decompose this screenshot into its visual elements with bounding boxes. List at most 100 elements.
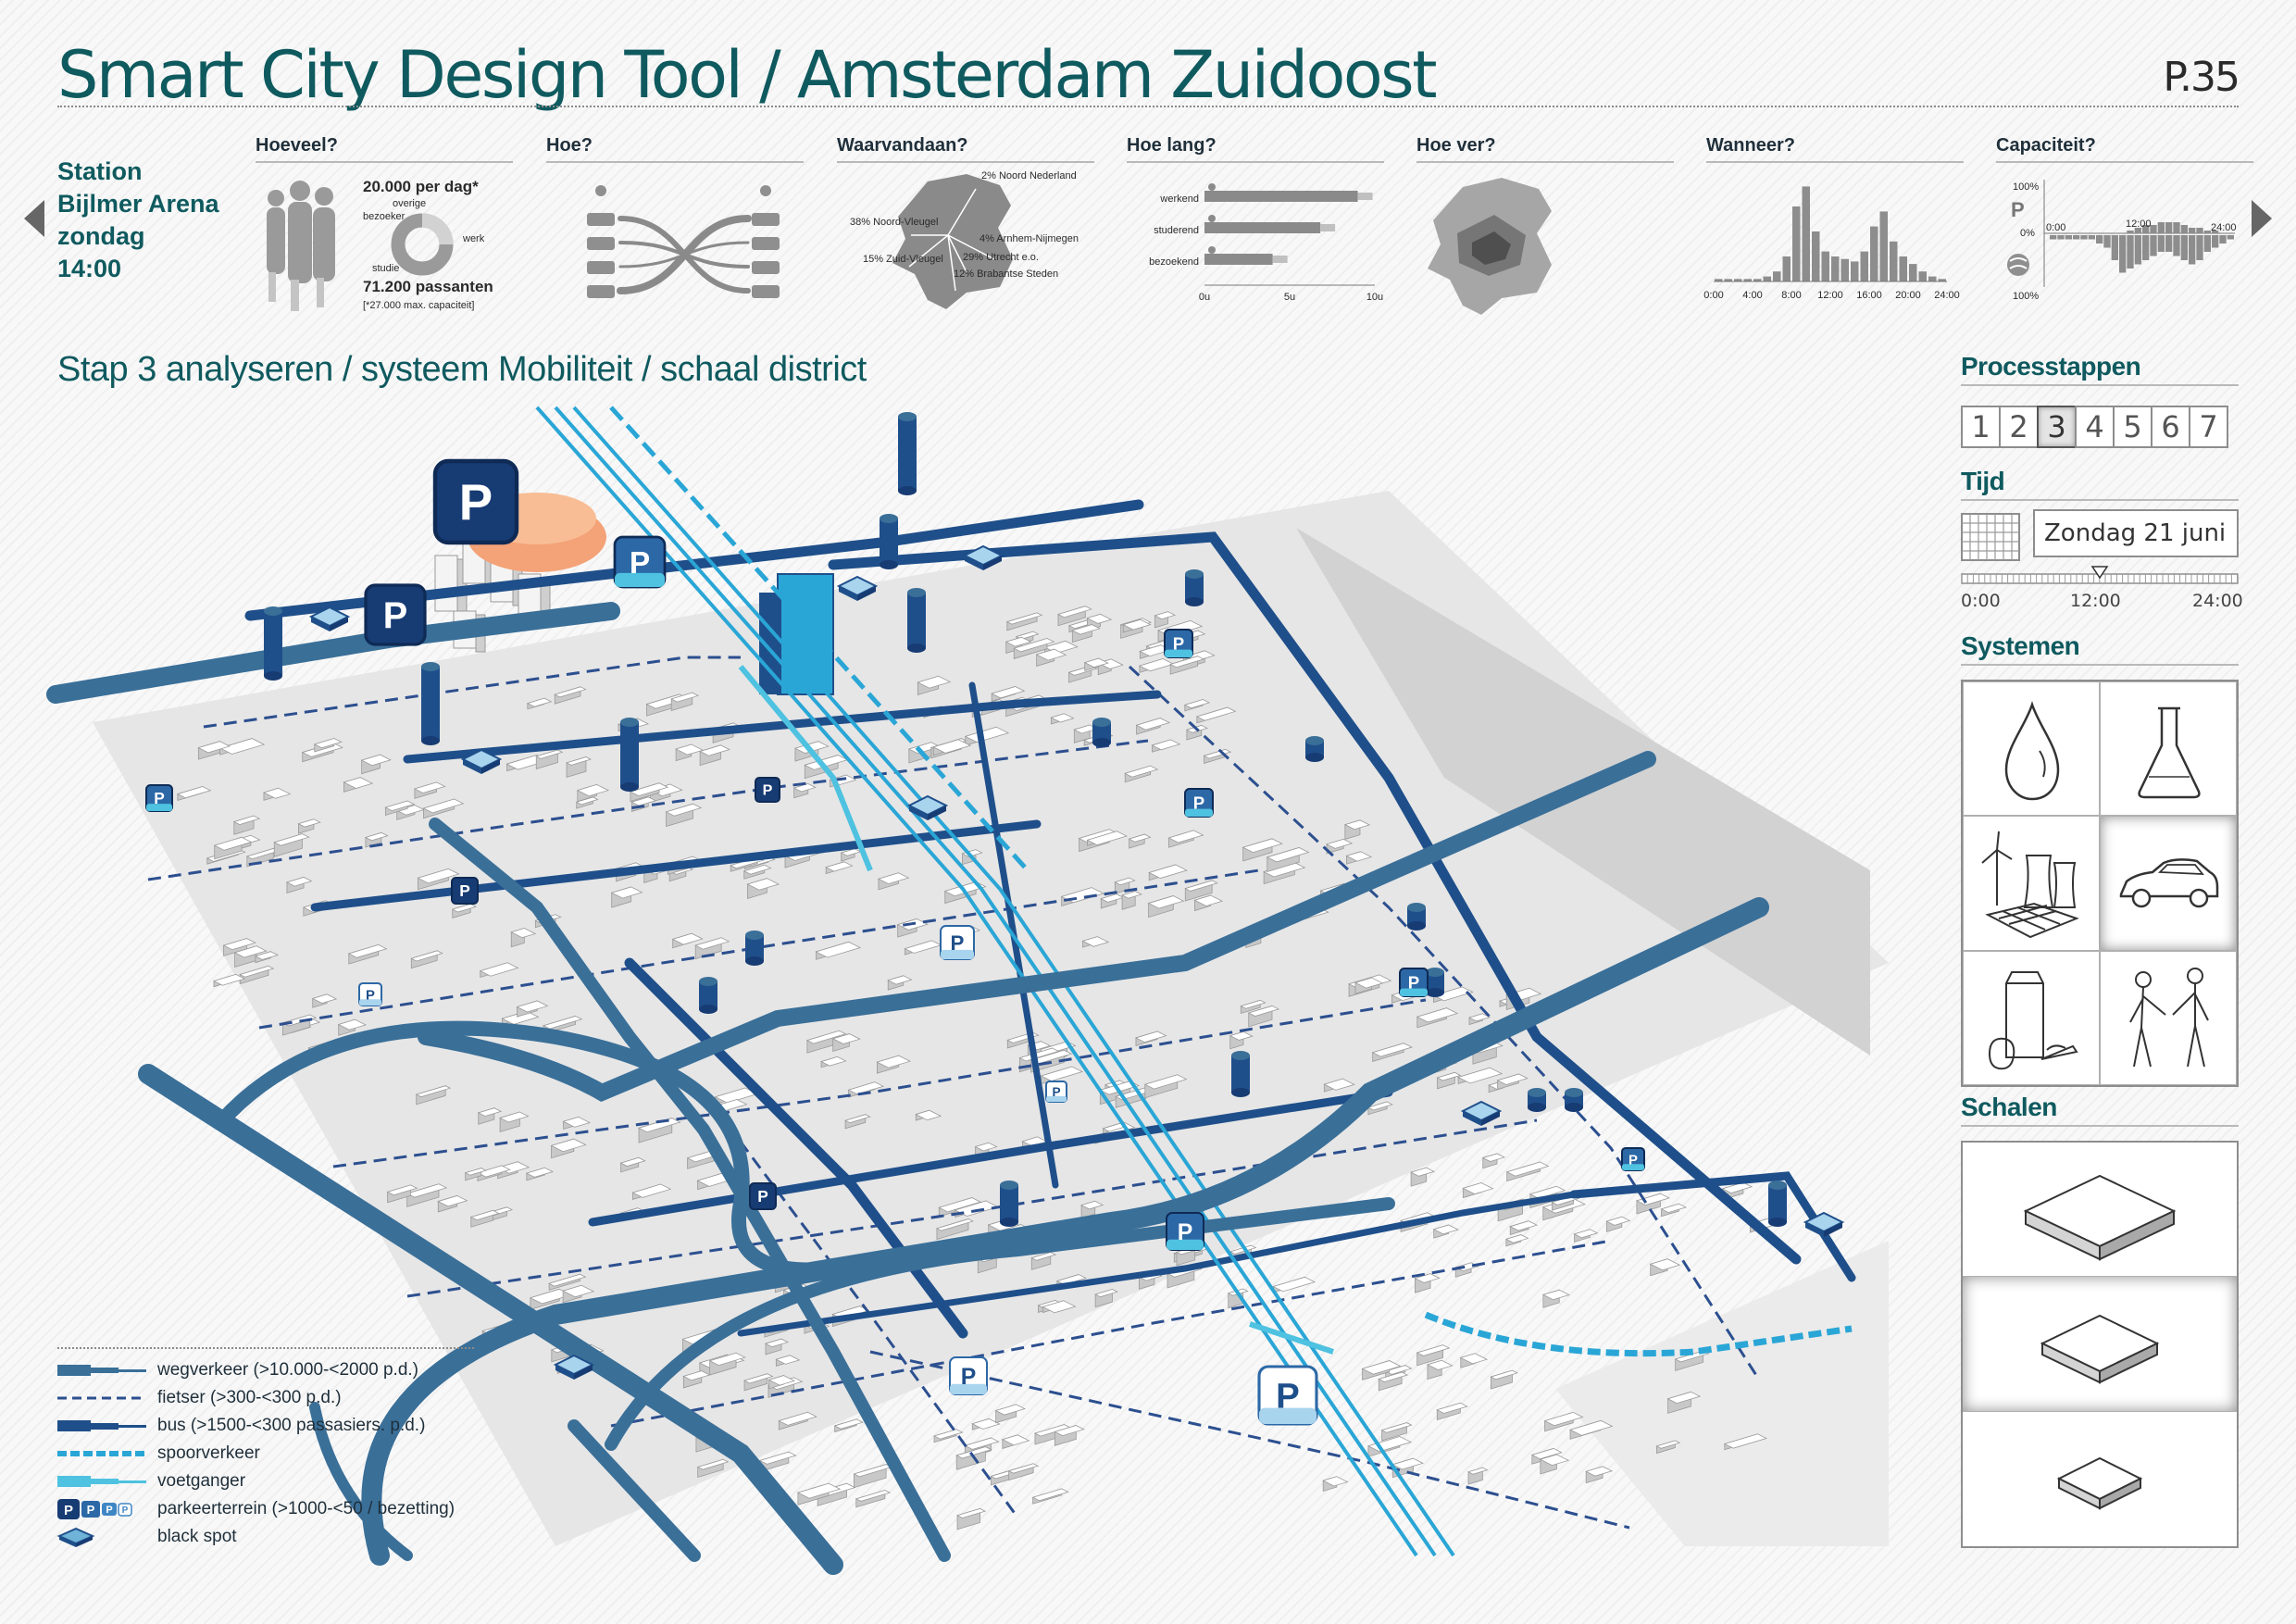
system-energy[interactable]: [1963, 816, 2100, 951]
black-spot-icon[interactable]: [1460, 1100, 1503, 1126]
header-divider: [57, 106, 2239, 107]
parking-marker-icon[interactable]: P: [145, 784, 173, 812]
building-block: [422, 798, 465, 819]
building-block: [971, 1418, 1001, 1430]
building-block: [565, 756, 593, 779]
building-block: [1030, 1251, 1057, 1270]
parking-marker-icon[interactable]: P: [1621, 1147, 1645, 1171]
netherlands-map-icon: [892, 174, 1013, 309]
building-block: [619, 1156, 646, 1173]
black-spot-icon[interactable]: [553, 1354, 595, 1380]
scale-medium[interactable]: [1963, 1277, 2237, 1412]
building-block: [1605, 1216, 1631, 1232]
next-arrow-icon[interactable]: [2252, 200, 2272, 237]
capacity-bar-up: [2157, 222, 2165, 233]
time-slider[interactable]: 0:00 12:00 24:00: [1961, 566, 2243, 613]
parking-marker-icon[interactable]: P: [949, 1356, 988, 1395]
building-block: [417, 868, 460, 891]
scale-large[interactable]: [1963, 1143, 2237, 1278]
building-block: [1541, 1289, 1570, 1308]
parking-marker-icon[interactable]: P: [749, 1182, 777, 1210]
parking-marker-icon[interactable]: P: [1399, 968, 1429, 997]
building-block: [742, 1373, 774, 1392]
parking-marker-icon[interactable]: P: [613, 535, 667, 589]
black-spot-icon[interactable]: [836, 575, 879, 601]
svg-text:P: P: [951, 931, 965, 955]
building-block: [1005, 612, 1043, 631]
building-block: [1723, 1433, 1767, 1451]
black-spot-icon[interactable]: [1803, 1211, 1845, 1237]
building-block: [955, 1507, 987, 1530]
building-block: [535, 749, 564, 770]
capacity-bar-up: [2150, 225, 2157, 233]
parking-marker-icon[interactable]: P: [1184, 788, 1214, 818]
flask-icon: [2138, 706, 2201, 799]
step-button[interactable]: 5: [2113, 406, 2152, 448]
calendar-icon[interactable]: [1961, 513, 2020, 561]
bus-stop-towers: [264, 412, 1787, 1227]
building-block: [1466, 1467, 1489, 1485]
date-field[interactable]: Zondag 21 juni: [2033, 509, 2239, 557]
capacity-bar-down: [2119, 235, 2127, 273]
parking-marker-icon[interactable]: P: [358, 982, 382, 1006]
building-block: [1013, 638, 1055, 659]
system-chemistry[interactable]: [2100, 681, 2237, 817]
building-block: [1121, 891, 1142, 910]
parking-marker-icon[interactable]: P: [1164, 629, 1193, 658]
system-water[interactable]: [1963, 681, 2100, 817]
histogram-bar: [1773, 271, 1781, 281]
step-button[interactable]: 1: [1961, 406, 2001, 448]
system-food[interactable]: [1963, 950, 2100, 1085]
parking-marker-icon[interactable]: P: [432, 458, 519, 545]
legend-divider: [57, 1347, 474, 1349]
parking-marker-icon[interactable]: P: [364, 583, 427, 646]
black-spot-icon[interactable]: [308, 606, 351, 631]
step-button-active[interactable]: 3: [2037, 406, 2077, 448]
parking-marker-icon[interactable]: P: [451, 877, 479, 905]
bus-stop-tower: [1407, 903, 1426, 931]
building-block: [1462, 1181, 1494, 1199]
duration-axis-tick: 10u: [1366, 292, 1383, 303]
parking-marker-icon[interactable]: P: [1257, 1365, 1318, 1426]
histogram-bar: [1879, 211, 1888, 281]
svg-text:P: P: [961, 1365, 977, 1390]
step-button[interactable]: 4: [2075, 406, 2115, 448]
system-social[interactable]: [2100, 950, 2237, 1085]
black-spot-icon[interactable]: [906, 794, 949, 820]
building-block: [498, 1111, 530, 1133]
black-spot-icon[interactable]: [962, 544, 1004, 570]
building-block: [1436, 1402, 1468, 1421]
time-handle-icon[interactable]: [2090, 566, 2109, 580]
black-spot-markers[interactable]: [308, 544, 1845, 1380]
parking-marker-icon[interactable]: P: [755, 777, 780, 803]
section-heading: Stap 3 analyseren / systeem Mobiliteit /…: [57, 350, 867, 389]
svg-text:P: P: [154, 789, 165, 807]
duration-row-label: werkend: [1159, 194, 1199, 205]
step-button[interactable]: 7: [2189, 406, 2228, 448]
time-slider-track[interactable]: [1961, 566, 2239, 591]
bus-stop-tower: [898, 412, 917, 495]
parking-marker-icon[interactable]: P: [1045, 1081, 1067, 1103]
station-building: [759, 573, 834, 695]
building-block: [1416, 1344, 1451, 1367]
parking-marker-icon[interactable]: P: [1166, 1212, 1204, 1251]
building-block: [943, 881, 987, 905]
step-button[interactable]: 2: [1999, 406, 2039, 448]
building-block: [197, 741, 231, 760]
system-mobility[interactable]: [2100, 816, 2237, 951]
scale-small[interactable]: [1963, 1412, 2237, 1546]
bus-stop-tower: [1000, 1181, 1018, 1227]
previous-arrow-icon[interactable]: [24, 200, 44, 237]
origin-zuid-vleugel: 15% Zuid-Vleugel: [863, 254, 943, 265]
histogram-axis-tick: 16:00: [1856, 290, 1882, 301]
building-block: [364, 831, 389, 848]
parking-marker-icon[interactable]: P: [940, 925, 975, 960]
building-block: [932, 1429, 964, 1443]
building-block: [1366, 1101, 1393, 1116]
black-spot-icon[interactable]: [460, 748, 503, 774]
step-button[interactable]: 6: [2151, 406, 2190, 448]
